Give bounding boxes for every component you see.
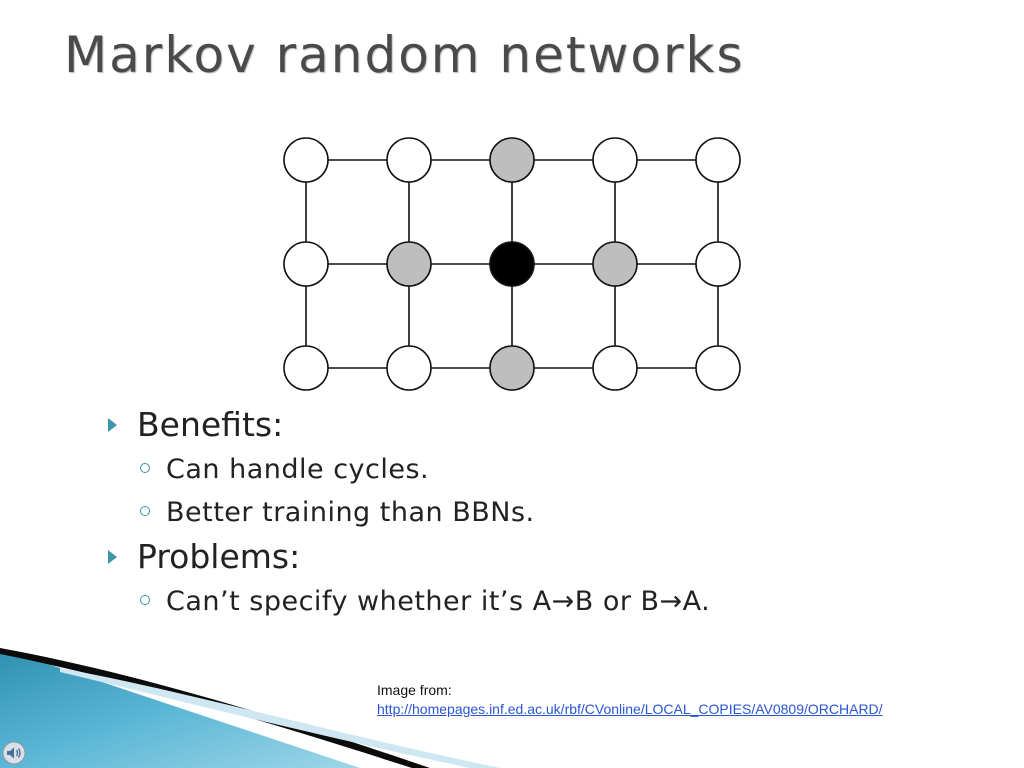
grid-node-white: [592, 345, 638, 391]
corner-swoosh-decoration: [0, 648, 500, 768]
sub-bullet: Better training than BBNs.: [104, 491, 710, 534]
credit-label: Image from:: [377, 682, 452, 698]
bullet-problems: Problems:: [104, 534, 710, 580]
grid-node-gray: [386, 241, 432, 287]
grid-node-white: [695, 345, 741, 391]
ring-bullet-icon: [140, 595, 150, 605]
grid-node-white: [592, 137, 638, 183]
grid-node-white: [695, 241, 741, 287]
grid-node-white: [695, 137, 741, 183]
ring-bullet-icon: [140, 463, 150, 473]
grid-nodes: [283, 137, 741, 391]
grid-node-white: [283, 345, 329, 391]
grid-node-gray: [489, 345, 535, 391]
grid-node-white: [386, 345, 432, 391]
triangle-bullet-icon: [108, 550, 117, 564]
bullet-label: Benefits:: [137, 405, 284, 444]
grid-node-white: [283, 137, 329, 183]
grid-node-white: [283, 241, 329, 287]
sub-bullet: Can’t specify whether it’s A→B or B→A.: [104, 580, 710, 623]
speaker-icon[interactable]: [2, 741, 26, 765]
sub-bullet-text: Better training than BBNs.: [166, 497, 535, 528]
image-credit: Image from: http://homepages.inf.ed.ac.u…: [377, 681, 883, 719]
grid-node-black: [489, 241, 535, 287]
grid-node-gray: [489, 137, 535, 183]
sub-bullet-text: Can handle cycles.: [166, 454, 430, 485]
slide-title: Markov random networks: [64, 26, 745, 84]
bullet-benefits: Benefits:: [104, 402, 710, 448]
credit-link[interactable]: http://homepages.inf.ed.ac.uk/rbf/CVonli…: [377, 701, 883, 717]
grid-node-gray: [592, 241, 638, 287]
markov-grid-diagram: [283, 137, 741, 391]
sub-bullet: Can handle cycles.: [104, 448, 710, 491]
sub-bullet-text: Can’t specify whether it’s A→B or B→A.: [166, 586, 711, 617]
ring-bullet-icon: [140, 506, 150, 516]
triangle-bullet-icon: [108, 418, 117, 432]
bullet-label: Problems:: [137, 537, 301, 576]
bullet-list: Benefits: Can handle cycles. Better trai…: [104, 402, 710, 623]
grid-node-white: [386, 137, 432, 183]
